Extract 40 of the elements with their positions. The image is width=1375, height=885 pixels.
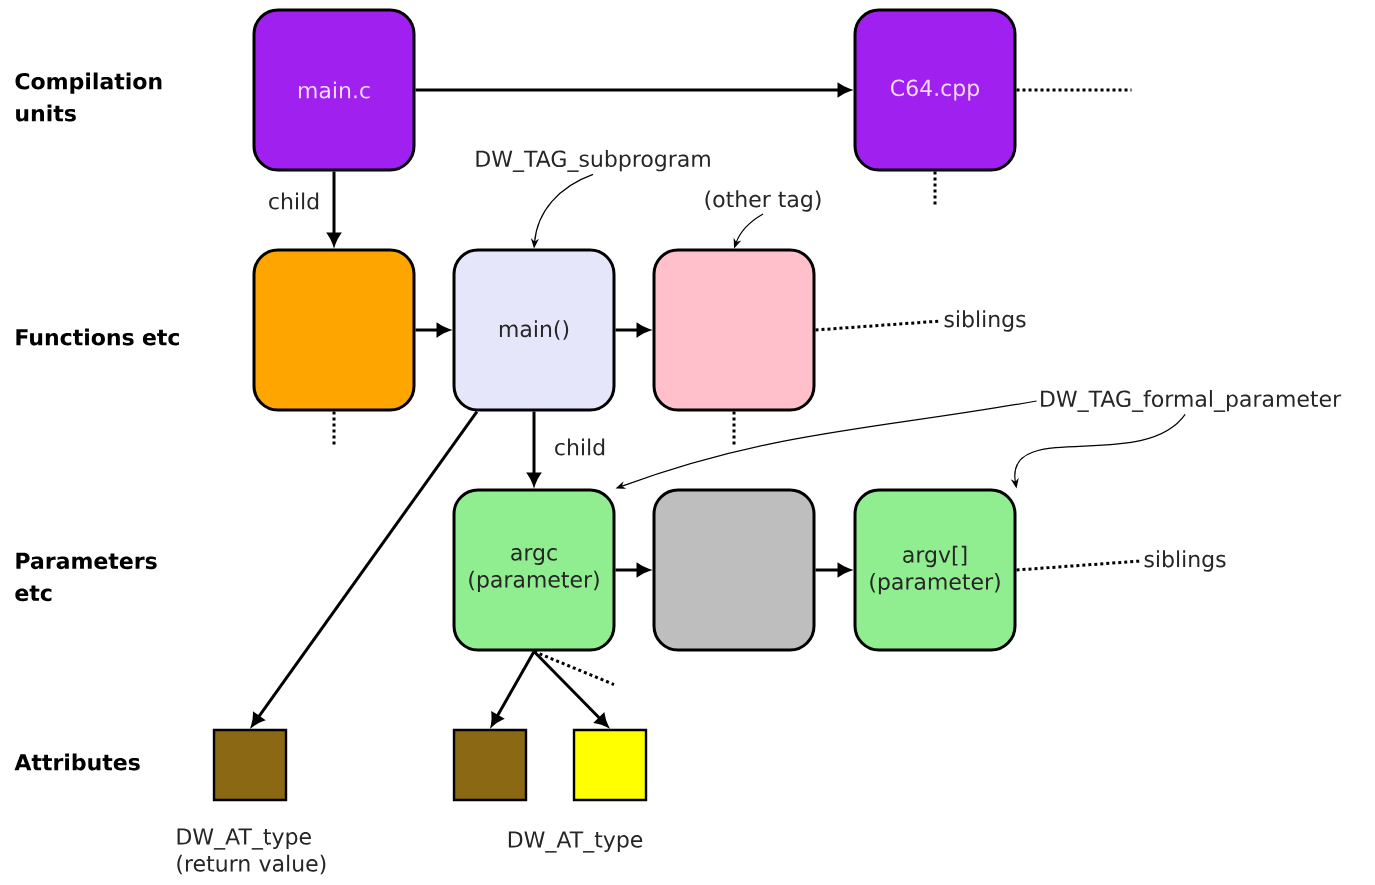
arrow [327, 171, 341, 246]
arrow [815, 563, 851, 577]
compilation-unit-box: main.c [252, 8, 416, 172]
annotation-text: (other tag) [705, 190, 821, 212]
dotted-line [1016, 559, 1142, 572]
compilation-unit-box: C64.cpp [853, 8, 1017, 172]
rounded-box [252, 248, 416, 412]
arrow [615, 323, 650, 337]
edge-label: child [265, 190, 323, 212]
dotted-line [332, 411, 336, 447]
dotted-line [533, 650, 615, 686]
row-label: Compilation units [15, 72, 162, 122]
attribute-caption: DW_AT_type [508, 831, 643, 853]
arrow [615, 563, 650, 577]
attribute-square [572, 728, 648, 802]
row-label: Functions etc [16, 328, 179, 346]
siblings-text: siblings [944, 310, 1026, 332]
row-label: Parameters etc [15, 552, 157, 602]
attribute-caption: DW_AT_type (return value) [177, 828, 326, 875]
attribute-square [452, 728, 528, 802]
arrow [415, 323, 450, 337]
edge-label: child [551, 436, 609, 458]
arrow [490, 650, 536, 727]
dotted-line [1016, 88, 1132, 92]
arrow [527, 411, 541, 486]
arrow [532, 650, 609, 727]
rounded-box: main() [452, 248, 616, 412]
rounded-box: argc (parameter) [452, 488, 616, 652]
dotted-line [732, 411, 736, 447]
rounded-box [652, 488, 816, 652]
row-label: Attributes [14, 753, 140, 771]
arrow [251, 410, 479, 727]
annotation-text: DW_TAG_formal_parameter [1041, 390, 1342, 412]
attribute-square [212, 728, 288, 802]
dotted-line [933, 171, 937, 207]
annotation-text: DW_TAG_subprogram [476, 150, 710, 172]
siblings-text: siblings [1144, 550, 1226, 572]
rounded-box [652, 248, 816, 412]
arrow [415, 83, 851, 97]
rounded-box: argv[] (parameter) [853, 488, 1017, 652]
